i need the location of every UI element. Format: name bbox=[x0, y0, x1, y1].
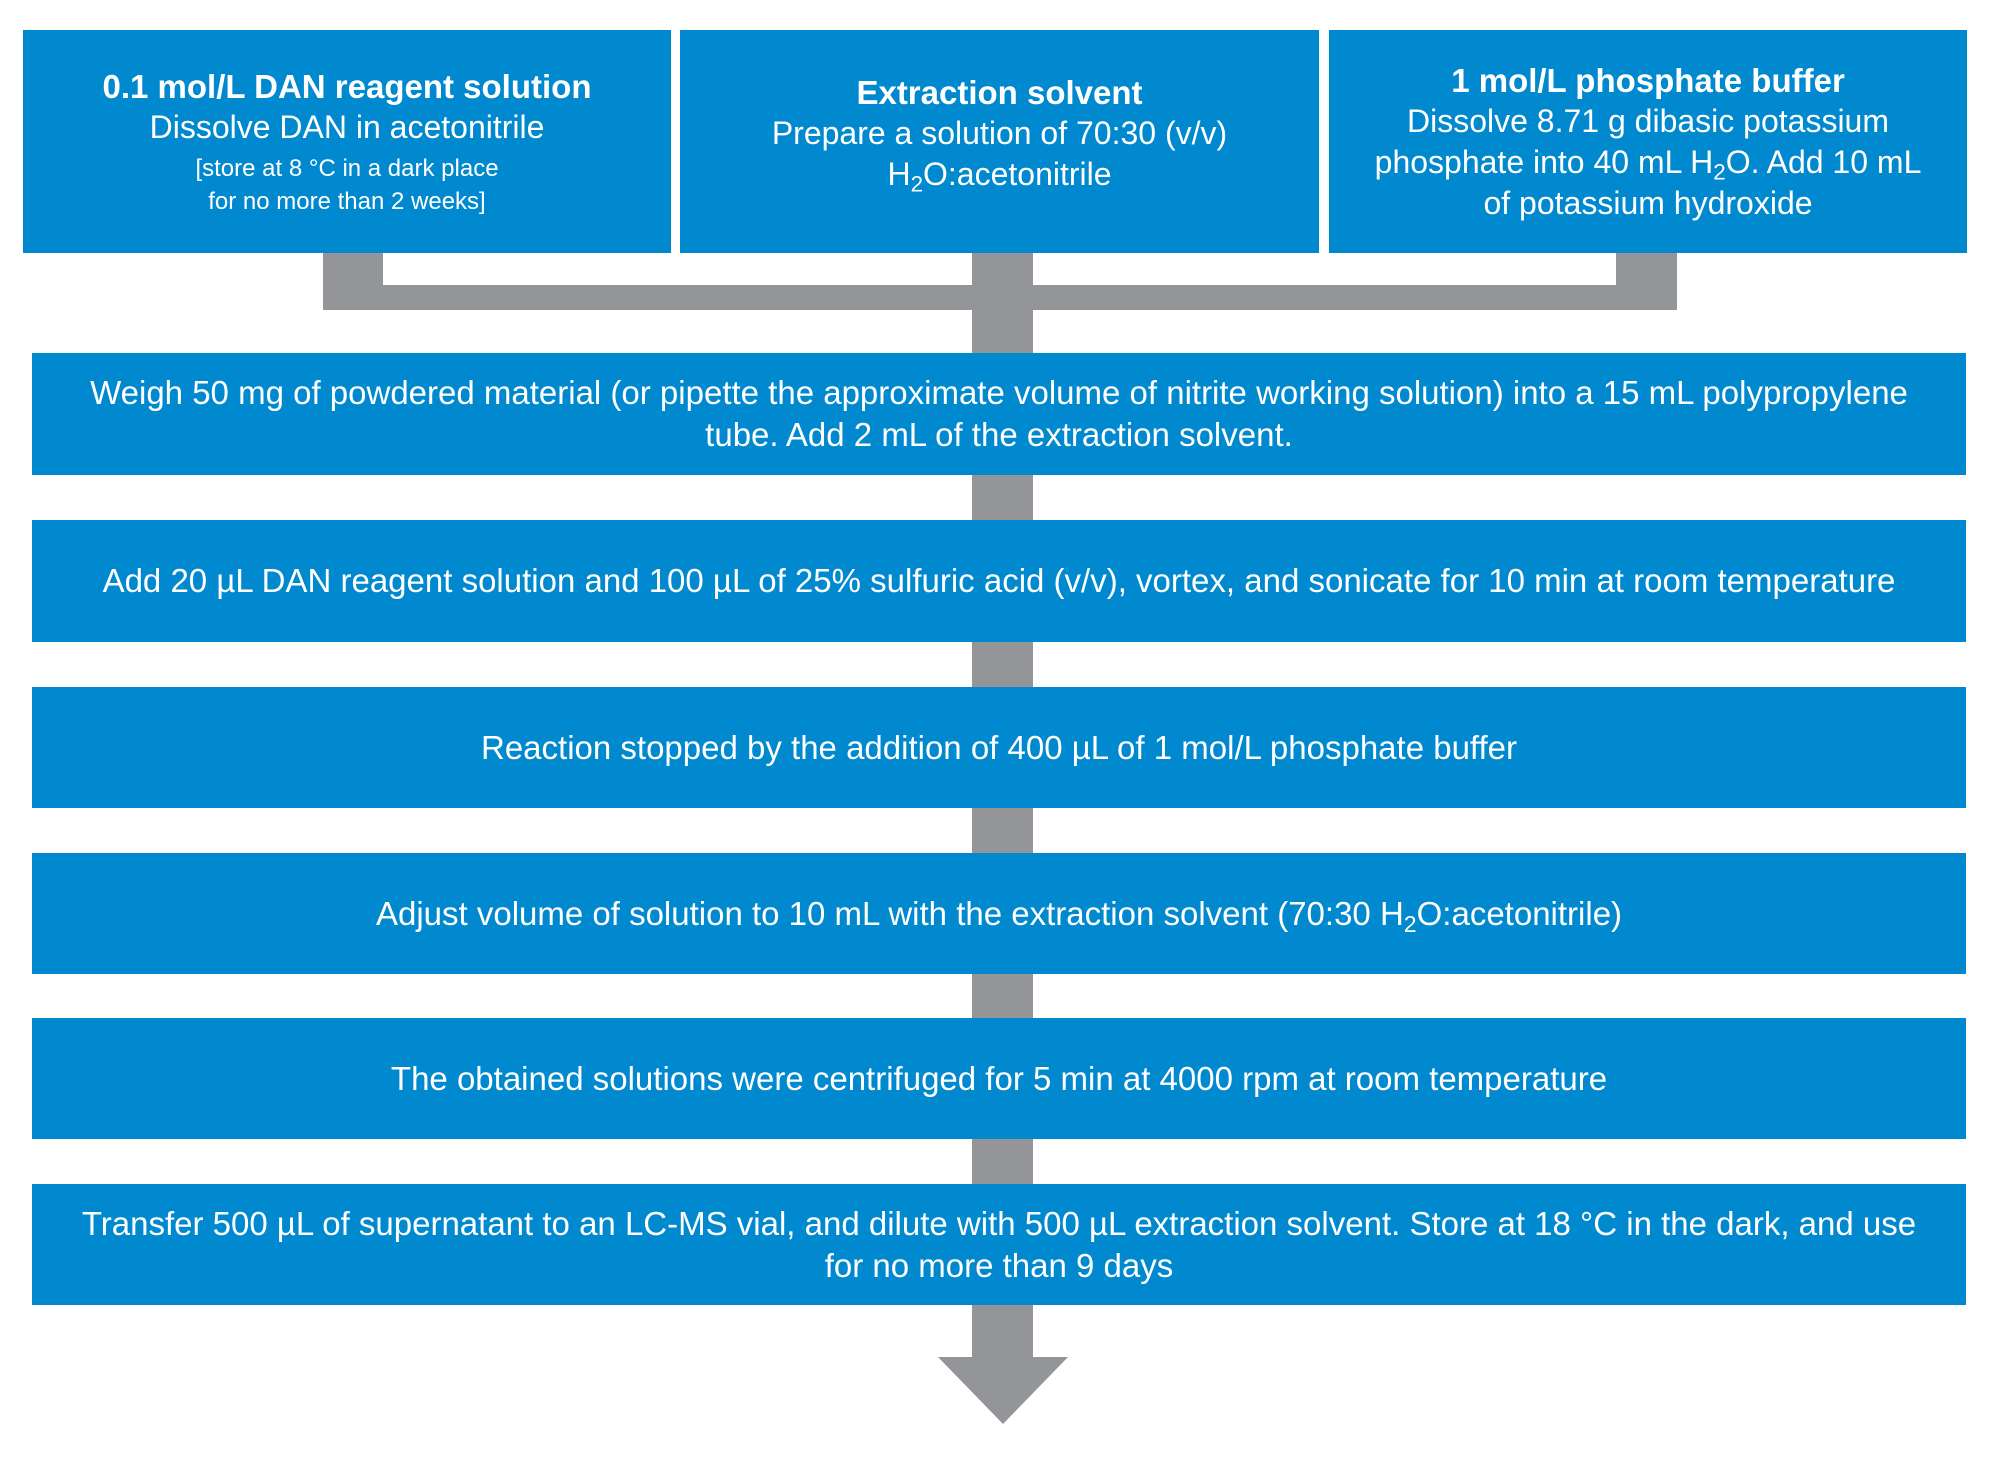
step-text: Adjust volume of solution to 10 mL with … bbox=[376, 893, 1622, 935]
step-text-part: Adjust volume of solution to 10 mL with … bbox=[375, 894, 1404, 932]
reagent-box-extraction-solvent: Extraction solvent Prepare a solution of… bbox=[680, 30, 1319, 253]
step-text: tube. Add 2 mL of the extraction solvent… bbox=[705, 416, 1293, 453]
reagent-formula: H2O:acetonitrile bbox=[887, 154, 1111, 195]
step-text-part: O:acetonitrile) bbox=[1416, 894, 1623, 932]
reagent-description: Prepare a solution of 70:30 (v/v) bbox=[771, 115, 1228, 151]
subscript: 2 bbox=[1403, 910, 1417, 937]
formula-text: phosphate into 40 mL H bbox=[1374, 143, 1714, 180]
subscript: 2 bbox=[1713, 159, 1726, 185]
formula-text: O:acetonitrile bbox=[923, 156, 1112, 192]
step-text: Weigh 50 mg of powdered material (or pip… bbox=[90, 374, 1908, 411]
reagent-storage-note: [store at 8 °C in a dark place for no mo… bbox=[195, 152, 498, 218]
step-text: for no more than 9 days bbox=[824, 1246, 1174, 1284]
step-text: Add 20 µL DAN reagent solution and 100 µ… bbox=[102, 562, 1896, 599]
formula-text: H bbox=[887, 156, 911, 192]
reagent-box-dan: 0.1 mol/L DAN reagent solution Dissolve … bbox=[23, 30, 671, 253]
reagent-description: of potassium hydroxide bbox=[1483, 184, 1813, 221]
reagent-title: 0.1 mol/L DAN reagent solution bbox=[102, 67, 592, 105]
reagent-title: Extraction solvent bbox=[856, 74, 1143, 111]
reagent-description: phosphate into 40 mL H2O. Add 10 mL bbox=[1375, 142, 1922, 183]
reagent-box-phosphate-buffer: 1 mol/L phosphate buffer Dissolve 8.71 g… bbox=[1329, 30, 1967, 253]
step-5-centrifuge: The obtained solutions were centrifuged … bbox=[32, 1018, 1966, 1139]
reagent-title: 1 mol/L phosphate buffer bbox=[1451, 61, 1845, 99]
step-text: The obtained solutions were centrifuged … bbox=[390, 1059, 1608, 1097]
note-line: for no more than 2 weeks] bbox=[208, 187, 486, 215]
subscript: 2 bbox=[910, 171, 924, 197]
step-3-stop-reaction: Reaction stopped by the addition of 400 … bbox=[32, 687, 1966, 808]
step-text: Reaction stopped by the addition of 400 … bbox=[480, 728, 1518, 766]
formula-text: O. Add 10 mL bbox=[1725, 143, 1922, 180]
note-line: [store at 8 °C in a dark place bbox=[195, 154, 499, 182]
step-2-add-reagent: Add 20 µL DAN reagent solution and 100 µ… bbox=[32, 520, 1966, 642]
reagent-description: Dissolve DAN in acetonitrile bbox=[149, 108, 545, 145]
step-4-adjust-volume: Adjust volume of solution to 10 mL with … bbox=[32, 853, 1966, 974]
step-text: Transfer 500 µL of supernatant to an LC-… bbox=[81, 1204, 1917, 1242]
arrow-head bbox=[938, 1357, 1068, 1424]
step-1-weigh-sample: Weigh 50 mg of powdered material (or pip… bbox=[32, 353, 1966, 475]
step-6-transfer-dilute: Transfer 500 µL of supernatant to an LC-… bbox=[32, 1184, 1966, 1305]
reagent-description: Dissolve 8.71 g dibasic potassium bbox=[1406, 102, 1889, 139]
